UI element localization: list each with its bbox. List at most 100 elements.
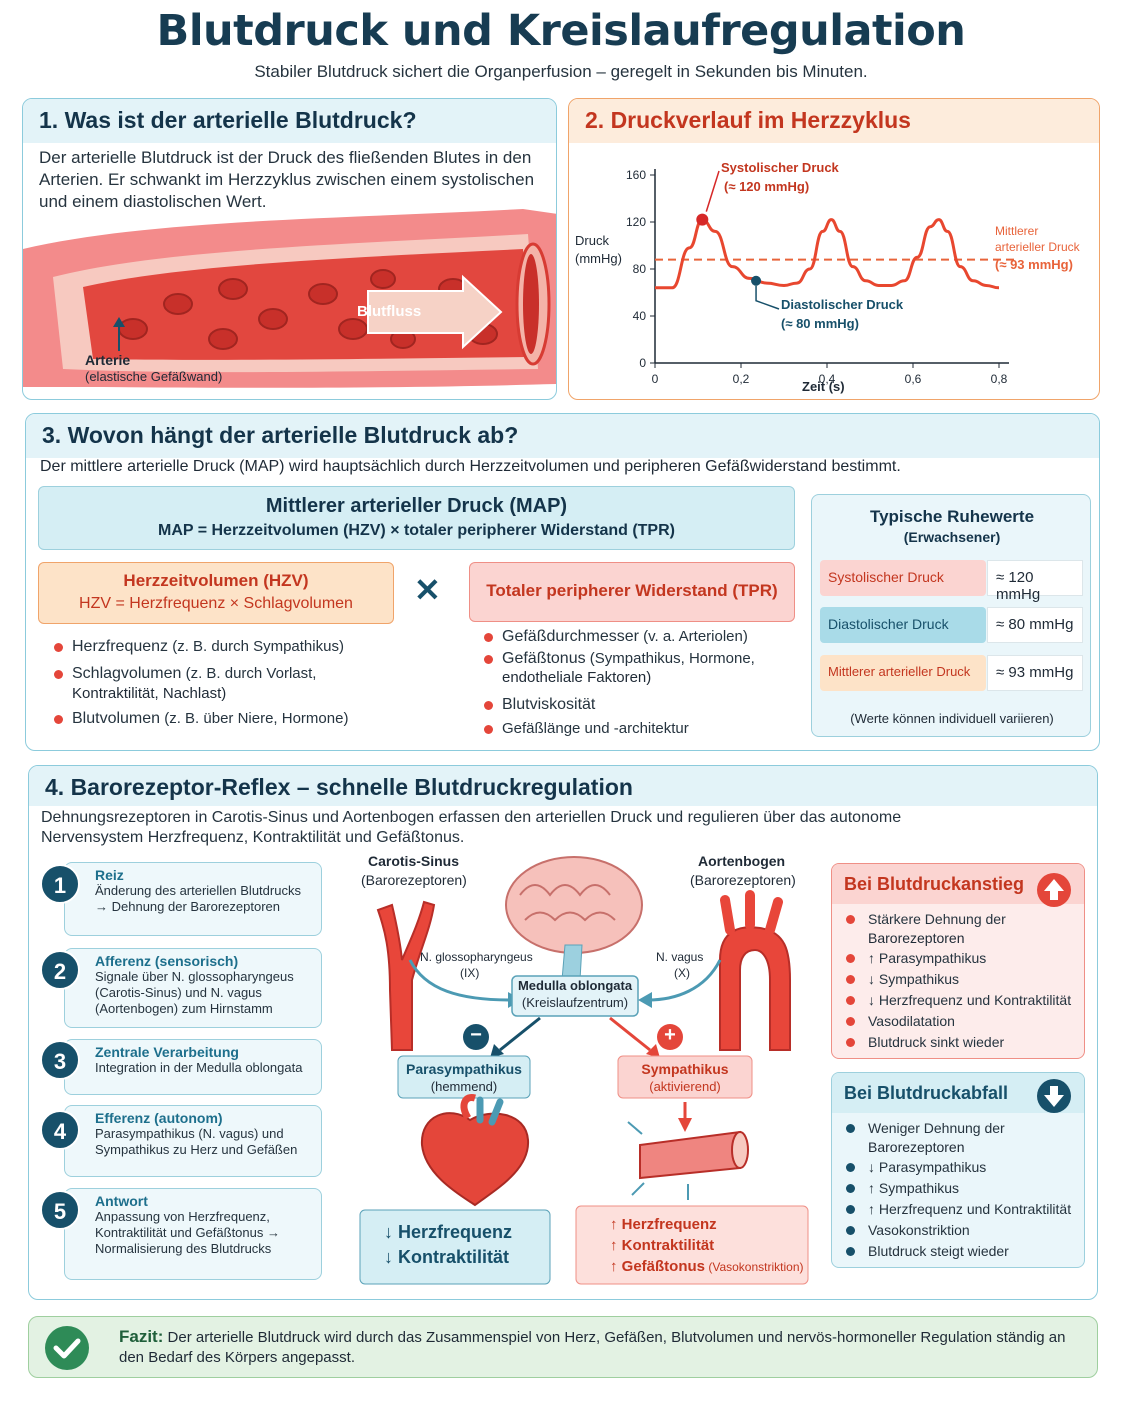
carotis-sublabel: (Barorezeptoren) — [361, 872, 467, 888]
y-tick-label: 80 — [633, 262, 647, 276]
hzv-item-3: Blutvolumen (z. B. über Niere, Hormone) — [52, 709, 348, 729]
mean-label-2: arterieller Druck — [995, 240, 1080, 254]
page-subtitle: Stabiler Blutdruck sichert die Organperf… — [254, 62, 868, 81]
arrow-up-icon — [1037, 873, 1071, 907]
fall-item-cont: Barorezeptoren — [868, 1139, 965, 1155]
blood-flow-label: Blutfluss — [357, 303, 422, 320]
tpr-item-4: Gefäßlänge und -architektur — [482, 719, 689, 739]
plus-icon: + — [664, 1024, 676, 1046]
step-4-number: 4 — [40, 1110, 80, 1150]
tpr-item-2-cont: endotheliale Faktoren) — [502, 669, 652, 686]
step-2-number: 2 — [40, 950, 80, 990]
tpr-item-2: Gefäßtonus (Sympathikus, Hormone, — [482, 649, 755, 669]
parasympathikus-label: Parasympathikus — [406, 1061, 522, 1077]
baroreflex-diagram — [359, 856, 809, 1285]
carotis-artery-illustration — [376, 900, 436, 1051]
sympathikus-label: Sympathikus — [641, 1061, 729, 1077]
minus-icon: − — [470, 1024, 482, 1046]
section-4-text: Dehnungsrezeptoren in Carotis-Sinus und … — [41, 809, 902, 846]
artery-wall-label: (elastische Gefäßwand) — [85, 369, 223, 384]
aorta-label: Aortenbogen — [698, 853, 786, 869]
rest-values-panel: Typische Ruhewerte (Erwachsener) Systoli… — [811, 494, 1091, 737]
sym-effect-2: ↑ Kontraktilität — [610, 1237, 715, 1254]
para-effect-2: ↓ Kontraktilität — [384, 1247, 510, 1267]
hzv-box: Herzzeitvolumen (HZV) HZV = Herzfrequenz… — [38, 562, 394, 624]
section-3-text: Der mittlere arterielle Druck (MAP) wird… — [40, 458, 901, 475]
rest-subtitle: (Erwachsener) — [903, 529, 1001, 545]
step-4: Efferenz (autonom)Parasympathikus (N. va… — [64, 1105, 322, 1177]
diastolic-point — [751, 275, 762, 286]
check-icon — [45, 1326, 89, 1370]
rise-panel: Bei Blutdruckanstieg Stärkere Dehnung de… — [831, 863, 1085, 1059]
x-tick-label: 0,6 — [905, 372, 922, 386]
medulla-label: Medulla oblongata — [517, 978, 633, 993]
rise-item: Vasodilatation — [832, 1012, 1084, 1031]
hzv-title: Herzzeitvolumen (HZV) — [123, 571, 309, 590]
x-tick-label: 0,4 — [819, 372, 836, 386]
systolic-label-1: Systolischer Druck — [721, 160, 839, 175]
systolic-label-2: (≈ 120 mmHg) — [724, 179, 810, 194]
step-5-number: 5 — [40, 1190, 80, 1230]
sym-effect-1: ↑ Herzfrequenz — [610, 1216, 717, 1233]
step-3-number: 3 — [40, 1040, 80, 1080]
systolic-leader — [705, 170, 720, 212]
fall-item: Weniger Dehnung der — [832, 1119, 1084, 1138]
fazit-box: Fazit: Der arterielle Blutdruck wird dur… — [28, 1316, 1098, 1378]
arrow-down-icon — [1037, 1079, 1071, 1113]
hzv-item-2-cont: Kontraktilität, Nachlast) — [72, 685, 227, 702]
pressure-curve — [655, 218, 1000, 290]
vagus-sublabel: (X) — [674, 966, 690, 980]
map-box: Mittlerer arterieller Druck (MAP) MAP = … — [38, 486, 795, 550]
y-tick-label: 0 — [639, 356, 646, 370]
artery-label: Arterie — [85, 352, 131, 368]
mean-label-1: Mittlerer — [995, 224, 1039, 238]
fall-item: Vasokonstriktion — [832, 1221, 1084, 1240]
carotis-label: Carotis-Sinus — [368, 853, 460, 869]
rest-note: (Werte können individuell variieren) — [850, 711, 1054, 726]
diastolic-leader — [755, 285, 780, 310]
mean-label-3: (≈ 93 mmHg) — [995, 257, 1073, 272]
hzv-item-1: Herzfrequenz (z. B. durch Sympathikus) — [52, 637, 344, 657]
para-effect-1: ↓ Herzfrequenz — [384, 1222, 513, 1242]
tpr-item-3: Blutviskosität — [482, 695, 595, 715]
fall-item: ↓ Parasympathikus — [832, 1158, 1084, 1177]
rest-value-diastolic: ≈ 80 mmHg — [987, 607, 1083, 643]
rise-item-cont: Barorezeptoren — [868, 930, 965, 946]
chart-xlabel: Zeit (s) — [802, 379, 845, 394]
sympathikus-sublabel: (aktivierend) — [649, 1079, 721, 1094]
rest-label-diastolic: Diastolischer Druck — [820, 607, 986, 643]
aorta-sublabel: (Barorezeptoren) — [690, 872, 796, 888]
rest-label-mean: Mittlerer arterieller Druck — [820, 655, 986, 691]
rest-label-systolic: Systolischer Druck — [820, 560, 986, 596]
y-tick-label: 40 — [633, 309, 647, 323]
rise-item: Stärkere Dehnung der — [832, 910, 1084, 929]
y-tick-label: 120 — [626, 215, 646, 229]
section-1-panel: 1. Was ist der arterielle Blutdruck? Der… — [22, 98, 557, 400]
chart-ylabel-1: Druck — [575, 233, 609, 248]
rest-value-systolic: ≈ 120 mmHg — [987, 560, 1083, 603]
tpr-box: Totaler peripherer Widerstand (TPR) — [469, 562, 795, 622]
heart-illustration — [420, 1094, 530, 1207]
chart-ylabel-2: (mmHg) — [575, 251, 622, 266]
rest-title: Typische Ruhewerte — [869, 507, 1035, 526]
systolic-point — [696, 213, 709, 226]
section-4-title: 4. Barorezeptor-Reflex – schnelle Blutdr… — [29, 766, 1097, 806]
blood-flow-arrow — [367, 274, 503, 350]
x-tick-label: 0 — [652, 372, 659, 386]
map-title: Mittlerer arterieller Druck (MAP) — [265, 495, 568, 517]
medulla-sublabel: (Kreislaufzentrum) — [521, 995, 629, 1010]
glosso-sublabel: (IX) — [460, 966, 480, 980]
sym-effect-3: ↑ Gefäßtonus (Vasokonstriktion) — [610, 1258, 804, 1275]
parasympathikus-sublabel: (hemmend) — [430, 1079, 498, 1094]
rise-item: ↓ Herzfrequenz und Kontraktilität — [832, 991, 1084, 1010]
aorta-illustration — [719, 890, 791, 1051]
rise-item: ↑ Parasympathikus — [832, 949, 1084, 968]
hzv-item-2: Schlagvolumen (z. B. durch Vorlast, — [52, 664, 316, 684]
page-title: Blutdruck und Kreislaufregulation — [156, 6, 966, 56]
y-tick-label: 160 — [626, 168, 646, 182]
x-tick-label: 0,8 — [991, 372, 1008, 386]
